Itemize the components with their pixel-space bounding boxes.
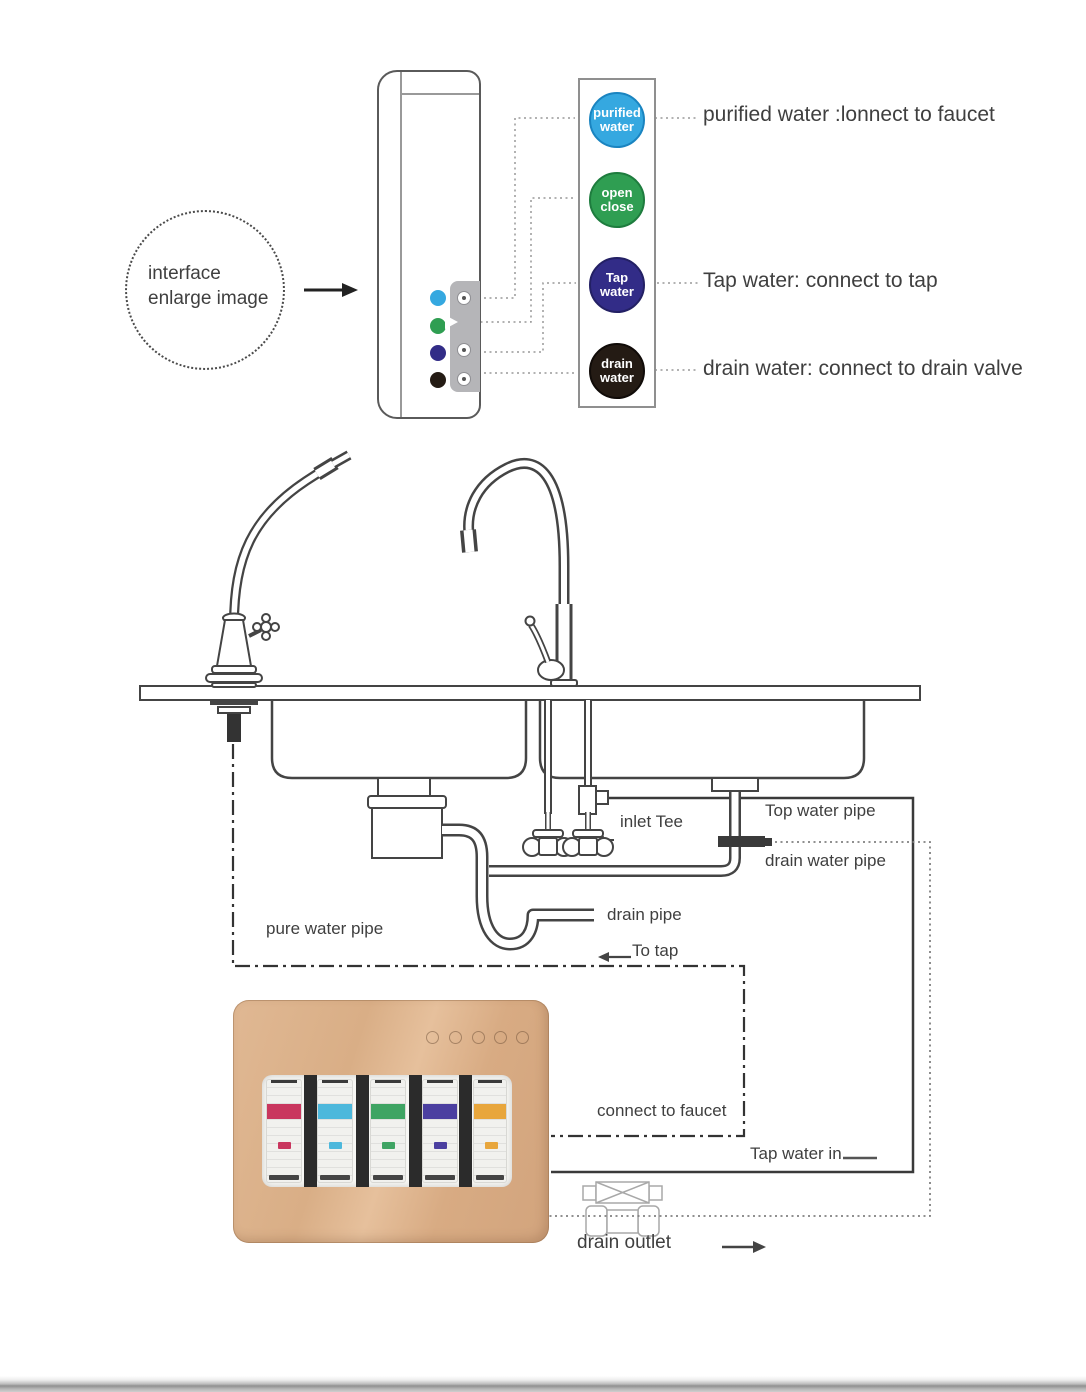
label-pure-water-pipe: pure water pipe	[266, 919, 384, 938]
fitting-purified-water	[457, 291, 471, 305]
callout-connectors	[464, 117, 699, 374]
filter-indicator-icon	[516, 1031, 529, 1044]
countertop	[139, 685, 921, 701]
filter-cartridge-2	[317, 1079, 353, 1183]
supply-lines	[544, 700, 592, 814]
label-drain-water-pipe: drain water pipe	[765, 851, 886, 870]
drain-outlet-valve-icon	[582, 1181, 663, 1237]
label-drain-outlet: drain outlet	[577, 1232, 672, 1253]
label-inlet-tee: inlet Tee	[620, 812, 684, 831]
sink-bowls	[270, 700, 866, 780]
angle-valve-left	[522, 812, 574, 857]
pure-water-pipe-line	[231, 744, 746, 1138]
fittings-panel	[445, 281, 480, 392]
label-connect-to-faucet: connect to faucet	[597, 1101, 727, 1120]
control-strip: purified water open close Tap water drai…	[578, 78, 656, 408]
purifier-unit	[377, 70, 481, 419]
panel-arrow-icon	[445, 315, 458, 329]
filter-cartridge-5	[473, 1079, 507, 1183]
enlarge-arrow	[304, 283, 358, 297]
enlarge-note-text: interface enlarge image	[148, 262, 268, 311]
label-purified-water-callout: purified water :lonnect to faucet	[703, 103, 995, 126]
filter-indicator-icon	[449, 1031, 462, 1044]
label-tap-water-in: Tap water in	[750, 1144, 842, 1163]
pure-water-faucet	[205, 450, 352, 742]
right-sink-drain	[489, 777, 772, 877]
filter-indicator-icon	[494, 1031, 507, 1044]
strip-button-open-close: open close	[589, 172, 645, 228]
filter-indicator-icon	[472, 1031, 485, 1044]
cartridge-bracket	[409, 1075, 422, 1187]
faucet-lever	[524, 615, 536, 627]
strip-button-purified-water: purified water	[589, 92, 645, 148]
label-to-tap: To tap	[632, 941, 679, 960]
filter-unit	[233, 1000, 549, 1243]
label-tap-water-callout: Tap water: connect to tap	[703, 269, 938, 292]
label-drain-water-callout: drain water: connect to drain valve	[703, 357, 1023, 380]
top-water-pipe-line	[551, 796, 915, 1174]
strip-button-drain-water: drain water	[589, 343, 645, 399]
strip-button-tap-water: Tap water	[589, 257, 645, 313]
label-drain-pipe: drain pipe	[607, 905, 682, 924]
drain-trap	[367, 777, 595, 951]
cartridge-bracket	[356, 1075, 369, 1187]
faucet-handle	[252, 613, 280, 641]
drain-saddle-clamp	[718, 836, 765, 847]
filter-cartridge-3	[370, 1079, 406, 1183]
fitting-tap-water	[457, 343, 471, 357]
filter-window	[262, 1075, 512, 1187]
drain-water-pipe-line	[549, 841, 931, 1217]
kitchen-faucet	[460, 458, 578, 687]
filter-cartridge-4	[422, 1079, 458, 1183]
cartridge-bracket	[459, 1075, 472, 1187]
to-tap-arrow	[598, 952, 631, 962]
unit-edge-line	[400, 72, 402, 417]
angle-valve-right	[562, 812, 614, 857]
drain-outlet-arrow	[722, 1241, 766, 1253]
enlarge-note-circle: interface enlarge image	[125, 210, 285, 370]
unit-top-line	[400, 93, 479, 95]
filter-indicator-icon	[426, 1031, 439, 1044]
unit-button-open-close	[430, 318, 446, 334]
unit-button-tap-water	[430, 345, 446, 361]
unit-button-purified-water	[430, 290, 446, 306]
cartridge-bracket	[304, 1075, 317, 1187]
filter-cartridge-1	[266, 1079, 302, 1183]
fitting-drain-water	[457, 372, 471, 386]
enlarge-note-line2: enlarge image	[148, 287, 269, 309]
enlarge-note-line1: interface	[148, 263, 221, 284]
page-bottom-edge	[0, 1376, 1086, 1392]
unit-button-drain-water	[430, 372, 446, 388]
label-top-water-pipe: Top water pipe	[765, 801, 876, 820]
